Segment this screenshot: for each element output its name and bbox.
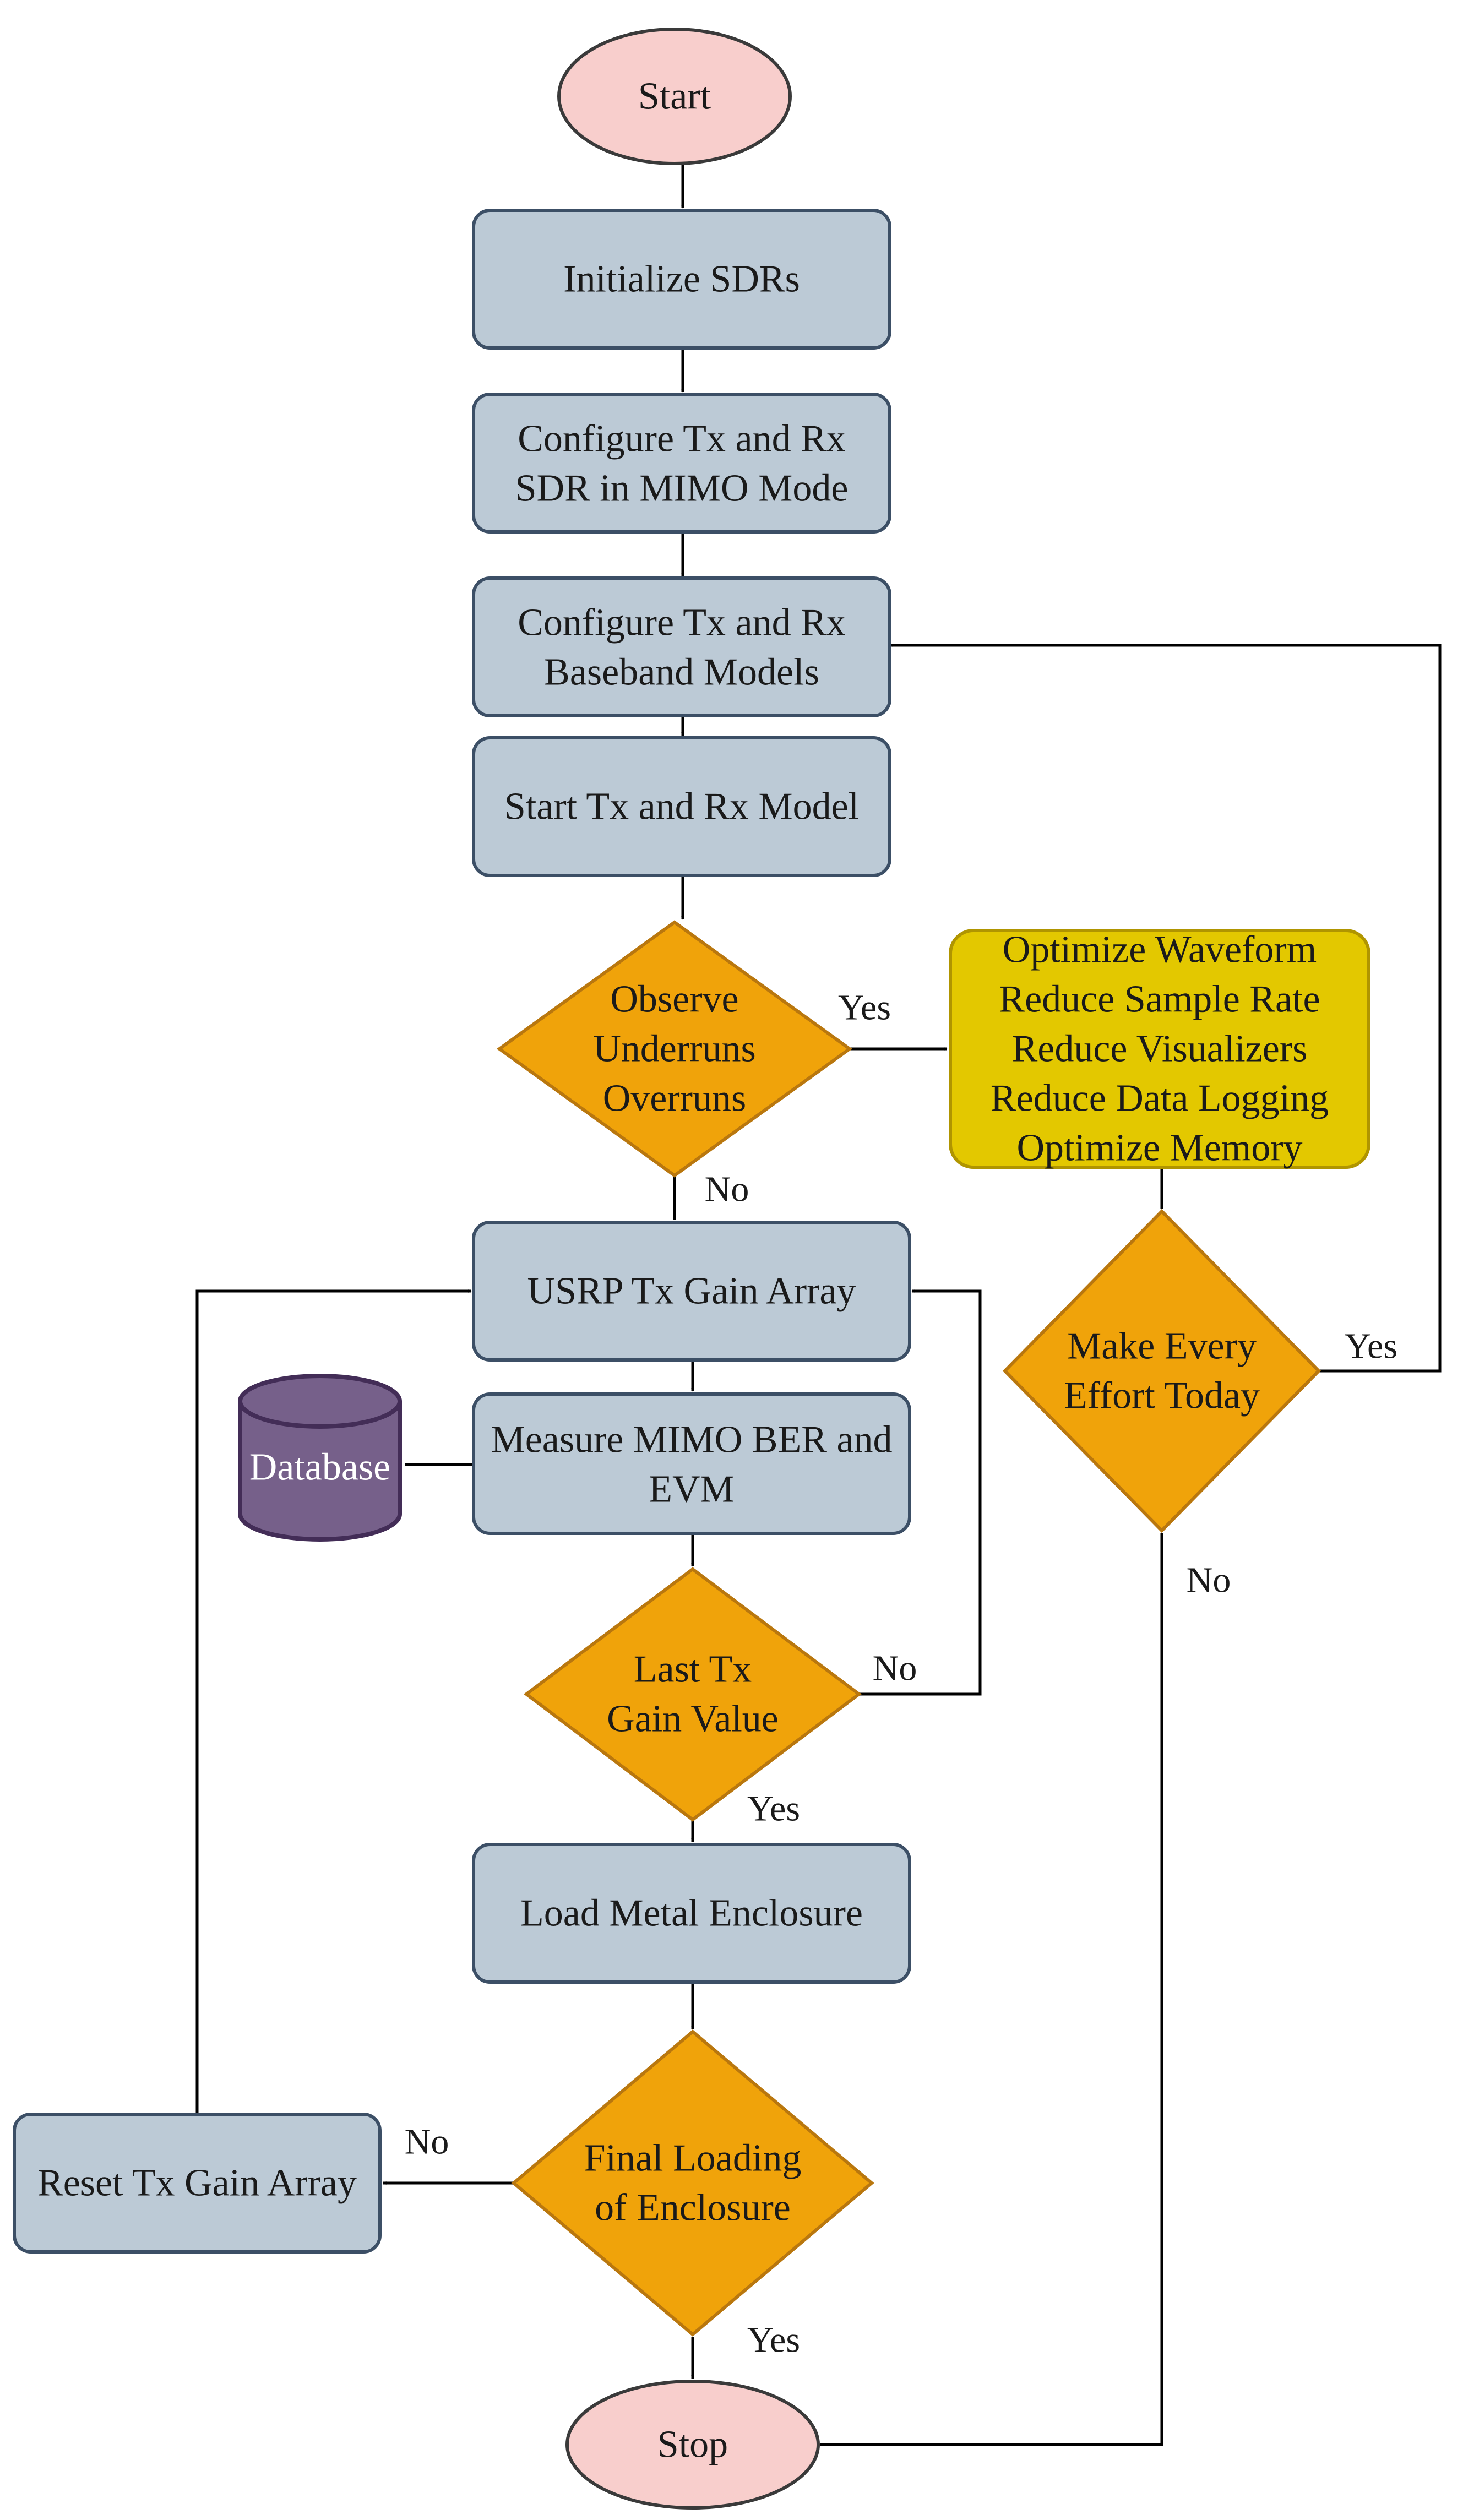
final-loading-decision[interactable]: Final Loading of Enclosure — [511, 2029, 874, 2337]
observe-line-3: Overruns — [603, 1077, 746, 1120]
final-no-label: No — [405, 2122, 449, 2162]
last-gain-line-1: Last Tx — [634, 1648, 752, 1691]
edge-last-gain-no-loop — [859, 1289, 982, 1696]
make-effort-line-1: Make Every — [1067, 1325, 1257, 1368]
make-effort-decision[interactable]: Make Every Effort Today — [1002, 1209, 1321, 1533]
last-gain-decision[interactable]: Last Tx Gain Value — [524, 1567, 862, 1822]
optimize-line-3: Reduce Visualizers — [1012, 1028, 1308, 1070]
optimize-line-1: Optimize Waveform — [1003, 929, 1317, 971]
last-gain-yes-label: Yes — [747, 1789, 800, 1829]
initialize-sdrs-label: Initialize SDRs — [563, 258, 800, 301]
usrp-gain-label: USRP Tx Gain Array — [527, 1270, 856, 1313]
configure-mimo-node[interactable]: Configure Tx and Rx SDR in MIMO Mode — [472, 393, 891, 534]
reset-gain-node[interactable]: Reset Tx Gain Array — [13, 2113, 382, 2254]
optimize-line-4: Reduce Data Logging — [991, 1077, 1329, 1120]
optimize-line-2: Reduce Sample Rate — [999, 978, 1320, 1021]
observe-line-1: Observe — [610, 978, 738, 1021]
observe-yes-label: Yes — [838, 988, 891, 1028]
effort-no-label: No — [1187, 1560, 1231, 1601]
make-effort-line-2: Effort Today — [1064, 1375, 1260, 1417]
measure-node[interactable]: Measure MIMO BER and EVM — [472, 1392, 911, 1535]
usrp-gain-node[interactable]: USRP Tx Gain Array — [472, 1221, 911, 1362]
start-model-label: Start Tx and Rx Model — [504, 786, 859, 828]
configure-baseband-line-2: Baseband Models — [544, 651, 819, 694]
measure-line-2: EVM — [649, 1468, 735, 1511]
configure-mimo-line-1: Configure Tx and Rx — [518, 418, 846, 460]
stop-terminal[interactable]: Stop — [565, 2380, 820, 2510]
observe-no-label: No — [705, 1169, 749, 1210]
configure-baseband-line-1: Configure Tx and Rx — [518, 602, 846, 644]
edge-make-effort-yes-loop — [889, 644, 1442, 1373]
last-gain-line-2: Gain Value — [607, 1698, 779, 1740]
reset-gain-label: Reset Tx Gain Array — [37, 2162, 357, 2205]
start-terminal[interactable]: Start — [557, 28, 792, 165]
final-yes-label: Yes — [747, 2320, 800, 2360]
observe-decision[interactable]: Observe Underruns Overruns — [496, 920, 853, 1178]
stop-label: Stop — [657, 2424, 728, 2466]
edge-make-effort-no-to-stop — [820, 1533, 1163, 2446]
observe-line-2: Underruns — [593, 1028, 755, 1070]
start-model-node[interactable]: Start Tx and Rx Model — [472, 736, 891, 877]
effort-yes-label: Yes — [1345, 1326, 1397, 1367]
measure-line-1: Measure MIMO BER and — [491, 1419, 892, 1461]
configure-baseband-node[interactable]: Configure Tx and Rx Baseband Models — [472, 576, 891, 717]
configure-mimo-line-2: SDR in MIMO Mode — [515, 467, 849, 510]
edges — [195, 164, 1442, 2446]
initialize-sdrs-node[interactable]: Initialize SDRs — [472, 209, 891, 350]
database-cylinder[interactable]: Database — [238, 1374, 402, 1542]
final-loading-line-1: Final Loading — [584, 2137, 802, 2180]
database-label: Database — [249, 1446, 391, 1489]
edge-reset-loop-to-usrp — [195, 1289, 472, 2114]
load-enclosure-node[interactable]: Load Metal Enclosure — [472, 1843, 911, 1984]
optimize-line-5: Optimize Memory — [1016, 1127, 1302, 1169]
last-gain-no-label: No — [873, 1648, 917, 1689]
optimize-note[interactable]: Optimize Waveform Reduce Sample Rate Red… — [949, 929, 1370, 1169]
load-enclosure-label: Load Metal Enclosure — [520, 1892, 863, 1935]
final-loading-line-2: of Enclosure — [595, 2187, 791, 2229]
edge-labels: Yes No Yes No No Yes No Yes — [405, 988, 1397, 2360]
start-label: Start — [638, 75, 711, 118]
